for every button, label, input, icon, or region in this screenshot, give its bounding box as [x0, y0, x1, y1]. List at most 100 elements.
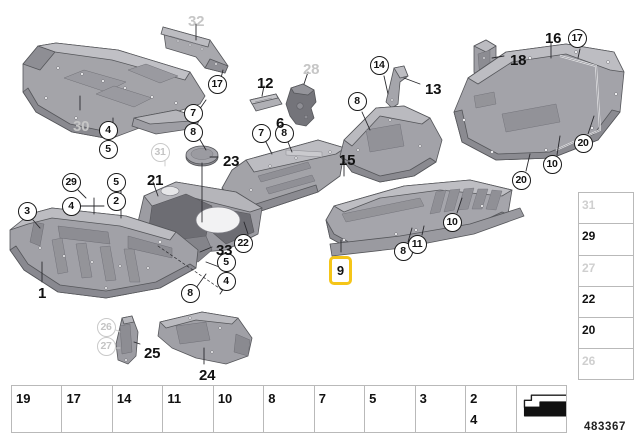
legend-number-17: 17 [66, 391, 81, 406]
callout-label-1[interactable]: 1 [38, 285, 47, 302]
callout-label-16[interactable]: 16 [545, 30, 562, 47]
callout-circle-10[interactable]: 10 [542, 154, 562, 174]
callout-circle-11[interactable]: 11 [407, 234, 427, 254]
legend-cell-27[interactable]: 27 [579, 256, 633, 287]
callout-circle-4[interactable]: 4 [61, 196, 81, 216]
part-32-cross-brace [160, 26, 229, 74]
highlighted-callout-9[interactable]: 9 [329, 256, 352, 285]
document-number: 483367 [584, 421, 626, 433]
part-24-rear-splash-shield [157, 311, 253, 365]
legend-cell-14[interactable]: 14 [113, 386, 164, 432]
callout-circle-7[interactable]: 7 [251, 123, 271, 143]
callout-label-24[interactable]: 24 [199, 367, 216, 384]
legend-cell-5[interactable]: 5 [365, 386, 416, 432]
sheet-metal-clip-icon [323, 388, 363, 430]
callout-circle-5[interactable]: 5 [106, 172, 126, 192]
callout-label-6[interactable]: 6 [276, 115, 285, 132]
legend-cell-20[interactable]: 20 [579, 318, 633, 350]
callout-circle-3[interactable]: 3 [17, 201, 37, 221]
legend-cell-17[interactable]: 17 [62, 386, 113, 432]
legend-cell-3[interactable]: 3 [416, 386, 467, 432]
spring-clip-icon [597, 225, 631, 254]
part-25-vertical-bracket [115, 315, 139, 365]
legend-cell-22[interactable]: 22 [579, 287, 633, 319]
legend-number-26: 26 [582, 354, 596, 369]
callout-label-25[interactable]: 25 [144, 345, 161, 362]
callout-label-30[interactable]: 30 [73, 118, 90, 135]
washer-disc-icon [597, 350, 631, 379]
legend-cell-10[interactable]: 10 [214, 386, 265, 432]
callout-label-13[interactable]: 13 [425, 81, 442, 98]
callout-label-28[interactable]: 28 [303, 61, 320, 78]
callout-label-21[interactable]: 21 [147, 172, 164, 189]
direction-arrow-icon [523, 394, 566, 417]
callout-circle-14[interactable]: 14 [369, 55, 389, 75]
callout-circle-20[interactable]: 20 [511, 170, 531, 190]
legend-number-27: 27 [582, 260, 596, 275]
callout-label-15[interactable]: 15 [339, 152, 356, 169]
callout-label-18[interactable]: 18 [510, 52, 527, 69]
legend-cell-31[interactable]: 31 [579, 193, 633, 225]
part-28-bracket [285, 83, 317, 127]
callout-circle-17[interactable]: 17 [567, 28, 587, 48]
screw-round-head-icon [475, 388, 515, 430]
legend-number-4: 4 [470, 412, 478, 427]
legend-number-5: 5 [369, 391, 377, 406]
legend-number-3: 3 [419, 391, 427, 406]
legend-number-11: 11 [167, 391, 182, 406]
legend-cell-direction-arrow[interactable] [517, 386, 566, 432]
legend-cell-19[interactable]: 19 [12, 386, 63, 432]
bolt-hex-flange-icon [597, 257, 631, 286]
legend-number-29: 29 [582, 229, 596, 244]
callout-circle-7[interactable]: 7 [183, 103, 203, 123]
screw-pan-head-icon [597, 194, 631, 223]
nut-hex-flange-icon [597, 319, 631, 348]
part-6-center-floor-panel [221, 139, 346, 213]
legend-cell-29[interactable]: 29 [579, 224, 633, 256]
callout-circle-8[interactable]: 8 [347, 91, 367, 111]
callout-label-33[interactable]: 33 [216, 242, 233, 259]
callout-label-12[interactable]: 12 [257, 75, 274, 92]
callout-circle-20[interactable]: 20 [573, 133, 593, 153]
callout-circle-5[interactable]: 5 [216, 252, 236, 272]
callout-circle-29[interactable]: 29 [61, 172, 81, 192]
legend-number-2: 2 [470, 391, 478, 406]
part-10-lower-right-member [329, 207, 525, 257]
callout-circle-22[interactable]: 22 [233, 233, 253, 253]
part-12-flat-plate [249, 93, 283, 112]
legend-number-20: 20 [582, 323, 596, 338]
callout-circle-5[interactable]: 5 [98, 139, 118, 159]
legend-number-7: 7 [318, 391, 326, 406]
push-pin-rivet-icon [273, 388, 313, 430]
expanding-rivet-icon [597, 288, 631, 317]
part-1-front-lower-shield [9, 207, 199, 299]
legend-cell-8[interactable]: 8 [264, 386, 315, 432]
callout-circle-4[interactable]: 4 [216, 271, 236, 291]
legend-number-14: 14 [116, 391, 132, 406]
callout-circle-26[interactable]: 26 [96, 317, 116, 337]
callout-label-32[interactable]: 32 [188, 13, 205, 30]
callout-label-23[interactable]: 23 [223, 153, 240, 170]
callout-circle-10[interactable]: 10 [442, 212, 462, 232]
u-nut-clip-icon [424, 388, 464, 430]
callout-circle-27[interactable]: 27 [96, 336, 116, 356]
callout-circle-8[interactable]: 8 [183, 122, 203, 142]
legend-number-19: 19 [16, 391, 31, 406]
part-15-left-side-shield [339, 105, 443, 183]
callout-circle-2[interactable]: 2 [106, 191, 126, 211]
legend-cell-11[interactable]: 11 [163, 386, 214, 432]
callout-circle-17[interactable]: 17 [207, 74, 227, 94]
legend-number-8: 8 [268, 391, 276, 406]
legend-cell-7[interactable]: 7 [315, 386, 366, 432]
legend-cell-26[interactable]: 26 [579, 349, 633, 380]
legend-number-31: 31 [582, 198, 596, 212]
callout-circle-4[interactable]: 4 [98, 120, 118, 140]
legend-number-10: 10 [217, 391, 233, 406]
callout-circle-8[interactable]: 8 [180, 283, 200, 303]
callout-circle-31[interactable]: 31 [150, 142, 170, 162]
callout-circle-8[interactable]: 8 [274, 123, 294, 143]
